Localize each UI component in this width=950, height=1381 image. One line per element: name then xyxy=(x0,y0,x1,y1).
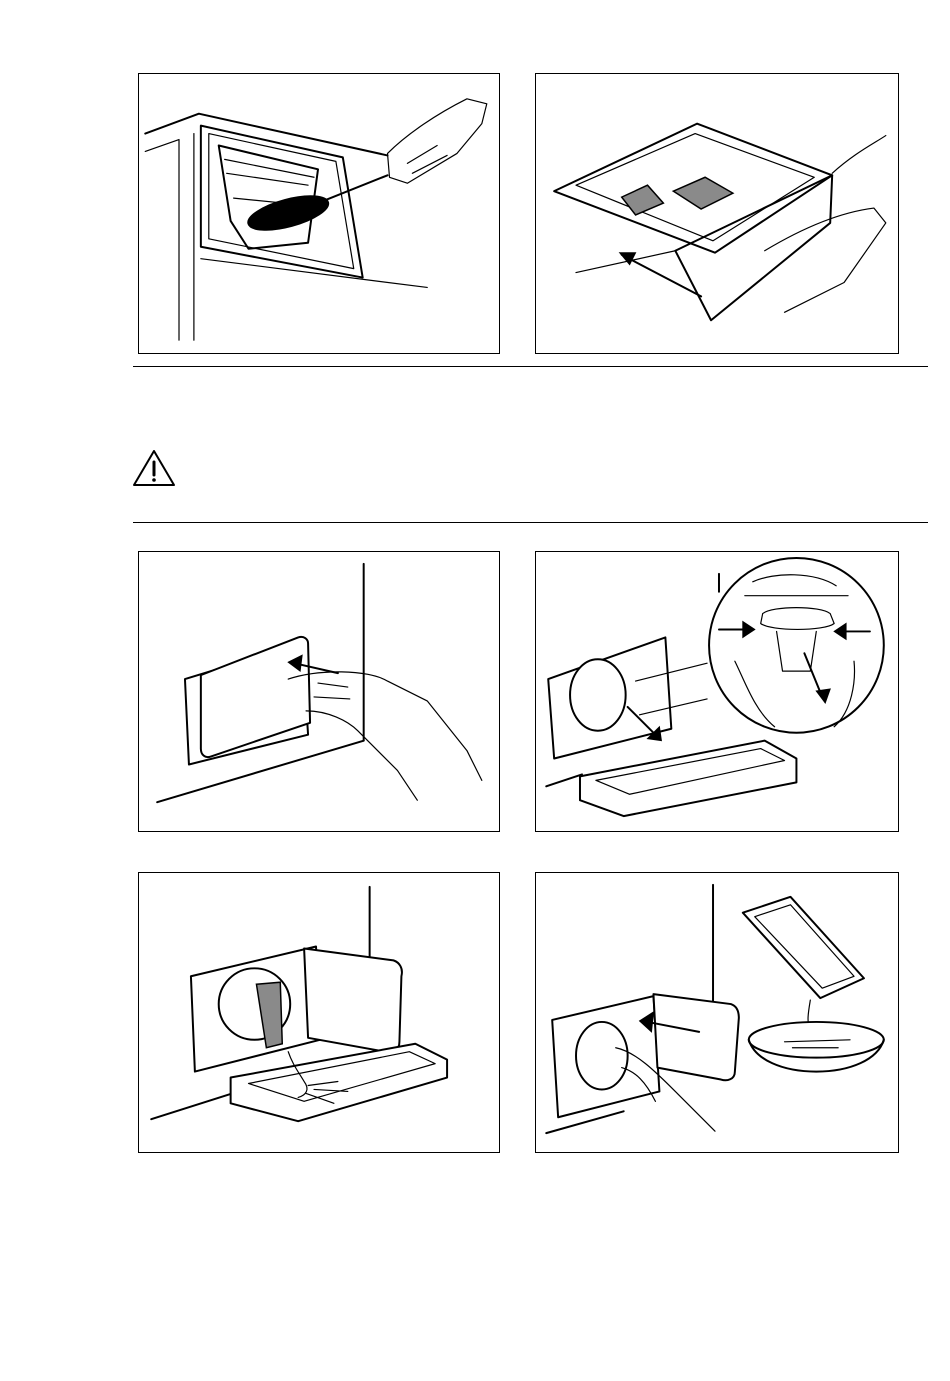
section-divider-bottom xyxy=(133,522,928,523)
warning-triangle-icon xyxy=(131,448,177,488)
section-divider-top xyxy=(133,366,928,367)
illustration-close-filter-empty-container xyxy=(535,872,899,1153)
illustration-remove-drain-hose xyxy=(535,551,899,832)
illustration-clean-dispenser-recess xyxy=(138,73,500,354)
arrow-icon xyxy=(620,253,701,297)
magnified-inset xyxy=(709,558,884,733)
illustration-drain-water xyxy=(138,872,500,1153)
illustration-open-filter-door xyxy=(138,551,500,832)
illustration-reinsert-detergent-dispenser xyxy=(535,73,899,354)
